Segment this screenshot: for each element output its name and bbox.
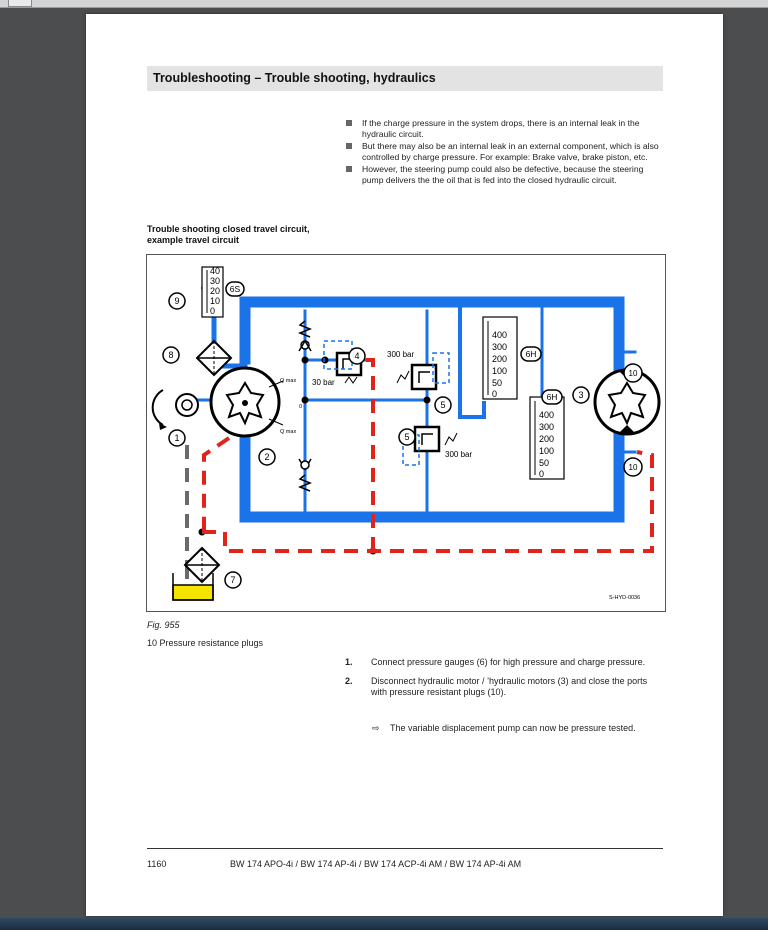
- filter-8: [195, 339, 233, 377]
- gauge-6h-tick: 100: [492, 366, 507, 376]
- callout-6s: 6S: [230, 284, 241, 294]
- toolbar-button[interactable]: [8, 0, 32, 7]
- figure-caption: Trouble shooting closed travel circuit, …: [147, 224, 310, 245]
- check-valve-upper: [297, 320, 313, 352]
- bullet-square-icon: [346, 143, 352, 149]
- callout-5: 5: [404, 432, 409, 442]
- hydraulic-circuit-svg: 40 30 20 10 0 400 300 200 100 50 0 400 3…: [151, 266, 661, 601]
- gauge-6s-tick: 40: [210, 266, 220, 276]
- section-header: Troubleshooting – Trouble shooting, hydr…: [147, 66, 663, 91]
- bullet-item: If the charge pressure in the system dro…: [344, 118, 664, 139]
- gauge-6s-tick: 30: [210, 276, 220, 286]
- gauge-6h-tick: 50: [492, 378, 502, 388]
- gauge-6h-tick: 200: [539, 434, 554, 444]
- gauge-6h-tick: 300: [539, 422, 554, 432]
- page-number: 1160: [147, 859, 167, 869]
- gauge-6h-left: [482, 316, 518, 400]
- gauge-6s-tick: 0: [210, 306, 215, 316]
- bullet-list: If the charge pressure in the system dro…: [344, 118, 664, 187]
- callout-circles: [162, 281, 643, 589]
- label-qmax: Q max: [280, 378, 296, 384]
- footer-divider: [147, 848, 663, 849]
- step-item: 2. Disconnect hydraulic motor / ’hydrauli…: [344, 676, 664, 698]
- drive-motor-1: [151, 389, 199, 430]
- callout-5: 5: [440, 400, 445, 410]
- result-note: ⇨ The variable displacement pump can now…: [372, 723, 680, 734]
- step-number: 1.: [345, 657, 353, 667]
- valve-5-upper: [396, 352, 450, 391]
- viewer-toolbar: [0, 0, 768, 8]
- gauge-6h-right: [529, 396, 565, 480]
- gauge-6h-tick: 400: [492, 330, 507, 340]
- step-number: 2.: [345, 676, 353, 686]
- taskbar: [0, 918, 768, 930]
- result-text: The variable displacement pump can now b…: [390, 723, 636, 733]
- gauge-6h-tick: 0: [539, 469, 544, 479]
- callout-10: 10: [629, 369, 638, 378]
- gauge-6s-tick: 20: [210, 286, 220, 296]
- callout-2: 2: [264, 452, 269, 462]
- filter-7: [183, 546, 221, 584]
- hydraulic-diagram: 40 30 20 10 0 400 300 200 100 50 0 400 3…: [146, 254, 666, 612]
- diagram-code: S-HYD-0036: [609, 595, 640, 601]
- footer-models: BW 174 APO-4i / BW 174 AP-4i / BW 174 AC…: [230, 859, 522, 869]
- gauge-6s-tick: 10: [210, 296, 220, 306]
- label-30-bar: 30 bar: [312, 378, 335, 387]
- gauge-6h-tick: 100: [539, 446, 554, 456]
- callout-10: 10: [629, 463, 638, 472]
- bullet-square-icon: [346, 120, 352, 126]
- figure-number: Fig. 955: [147, 620, 180, 630]
- callout-8: 8: [168, 350, 173, 360]
- label-zero: 0: [299, 404, 302, 410]
- gauge-6h-tick: 300: [492, 342, 507, 352]
- bullet-square-icon: [346, 166, 352, 172]
- gauge-6h-tick: 200: [492, 354, 507, 364]
- callout-4: 4: [354, 351, 359, 361]
- callout-3: 3: [578, 390, 583, 400]
- figure-legend: 10 Pressure resistance plugs: [147, 638, 264, 648]
- label-300-bar: 300 bar: [387, 350, 414, 359]
- step-text: Connect pressure gauges (6) for high pre…: [371, 657, 646, 667]
- callout-6h: 6H: [547, 392, 558, 402]
- callout-7: 7: [230, 575, 235, 585]
- tank: [172, 573, 214, 601]
- gauge-6s: [201, 266, 224, 318]
- check-valve-lower: [297, 458, 313, 492]
- callout-9: 9: [174, 296, 179, 306]
- page-title: Troubleshooting – Trouble shooting, hydr…: [153, 71, 436, 85]
- callout-6h: 6H: [526, 349, 537, 359]
- label-qmax: Q max: [280, 429, 296, 435]
- bullet-item: But there may also be an internal leak i…: [344, 141, 664, 162]
- gauge-6h-tick: 400: [539, 410, 554, 420]
- label-300-bar: 300 bar: [445, 450, 472, 459]
- gauge-6h-tick: 50: [539, 458, 549, 468]
- step-text: Disconnect hydraulic motor / ’hydraulic …: [371, 676, 648, 697]
- gauge-6h-tick: 0: [492, 389, 497, 399]
- step-item: 1. Connect pressure gauges (6) for high p…: [344, 657, 664, 668]
- callout-1: 1: [174, 433, 179, 443]
- pump-2: [209, 366, 284, 438]
- result-arrow-icon: ⇨: [372, 723, 380, 733]
- bullet-item: However, the steering pump could also be…: [344, 164, 664, 185]
- document-page: Troubleshooting – Trouble shooting, hydr…: [86, 14, 723, 916]
- step-list: 1. Connect pressure gauges (6) for high p…: [344, 657, 664, 706]
- motor-3: [593, 368, 661, 436]
